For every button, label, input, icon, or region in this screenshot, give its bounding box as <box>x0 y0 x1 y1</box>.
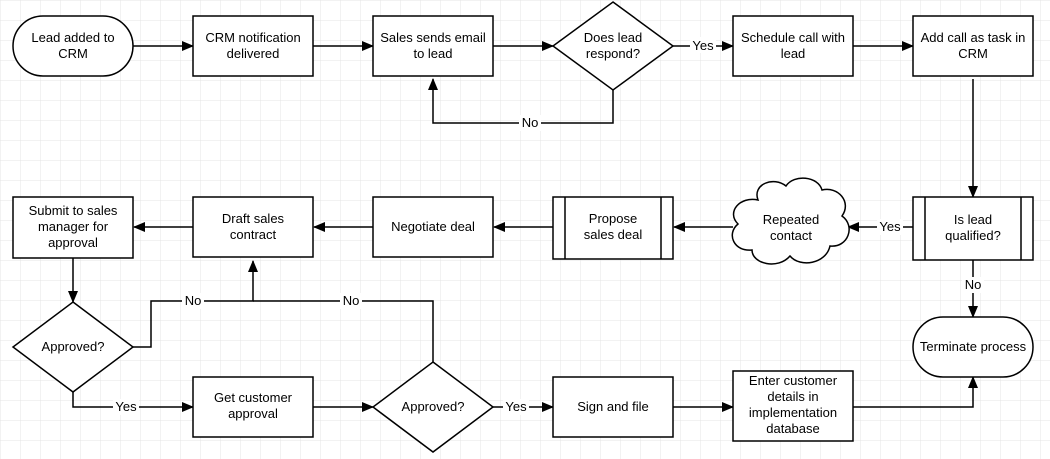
svg-text:to lead: to lead <box>413 46 452 61</box>
node-does-lead-respond[interactable]: Does lead respond? <box>551 1 675 91</box>
label-respond-no: No <box>519 115 541 131</box>
node-propose-deal[interactable]: Propose sales deal <box>552 196 674 260</box>
svg-text:qualified?: qualified? <box>945 228 1001 243</box>
svg-text:Terminate process: Terminate process <box>920 339 1027 354</box>
label-qualified-yes: Yes <box>877 219 903 235</box>
edge-customer-no-to-draft <box>253 300 434 362</box>
svg-text:delivered: delivered <box>227 46 280 61</box>
svg-text:Add call as task in: Add call as task in <box>921 30 1026 45</box>
node-approved-customer[interactable]: Approved? <box>371 361 495 453</box>
svg-text:CRM notification: CRM notification <box>205 30 300 45</box>
label-qualified-no: No <box>962 277 984 293</box>
node-add-call-task[interactable]: Add call as task in CRM <box>912 15 1034 77</box>
svg-text:contact: contact <box>770 228 812 243</box>
svg-text:Enter customer: Enter customer <box>749 373 838 388</box>
svg-text:No: No <box>965 277 982 292</box>
label-manager-no: No <box>182 293 204 309</box>
svg-text:Yes: Yes <box>505 399 527 414</box>
svg-text:Get customer: Get customer <box>214 390 293 405</box>
svg-text:Sales sends email: Sales sends email <box>380 30 486 45</box>
label-customer-no: No <box>340 293 362 309</box>
svg-text:Approved?: Approved? <box>402 399 465 414</box>
node-terminate-process[interactable]: Terminate process <box>912 316 1034 378</box>
node-crm-notification[interactable]: CRM notification delivered <box>192 15 314 77</box>
svg-text:No: No <box>185 293 202 308</box>
node-is-lead-qualified[interactable]: Is lead qualified? <box>912 196 1034 261</box>
node-approved-manager[interactable]: Approved? <box>11 301 135 393</box>
svg-text:Propose: Propose <box>589 211 637 226</box>
svg-text:sales deal: sales deal <box>584 227 643 242</box>
svg-text:Approved?: Approved? <box>42 339 105 354</box>
node-sign-file[interactable]: Sign and file <box>552 376 674 438</box>
svg-text:implementation: implementation <box>749 405 837 420</box>
svg-text:Yes: Yes <box>879 219 901 234</box>
label-customer-yes: Yes <box>503 399 529 415</box>
edge-labels: Yes No Yes No No No Yes Yes <box>113 37 984 415</box>
svg-text:Submit to sales: Submit to sales <box>29 203 118 218</box>
svg-text:respond?: respond? <box>586 46 640 61</box>
svg-text:database: database <box>766 421 820 436</box>
edge-manager-yes-to-get-approval <box>72 392 194 412</box>
svg-text:Does lead: Does lead <box>584 30 643 45</box>
svg-text:Is lead: Is lead <box>954 212 992 227</box>
node-get-customer-approval[interactable]: Get customer approval <box>192 376 314 438</box>
edge-manager-no-to-draft <box>133 260 258 348</box>
edge-enter-details-to-terminate <box>853 376 978 408</box>
svg-text:manager for: manager for <box>38 219 109 234</box>
svg-text:approval: approval <box>228 406 278 421</box>
node-lead-added-line1: Lead added to <box>31 30 114 45</box>
node-submit-manager[interactable]: Submit to sales manager for approval <box>12 196 134 259</box>
svg-text:Schedule call with: Schedule call with <box>741 30 845 45</box>
svg-text:CRM: CRM <box>958 46 988 61</box>
svg-text:Draft sales: Draft sales <box>222 211 285 226</box>
svg-text:Sign and file: Sign and file <box>577 399 649 414</box>
svg-text:No: No <box>343 293 360 308</box>
svg-text:lead: lead <box>781 46 806 61</box>
label-manager-yes: Yes <box>113 399 139 415</box>
node-schedule-call[interactable]: Schedule call with lead <box>732 15 854 77</box>
svg-text:contract: contract <box>230 227 277 242</box>
svg-text:approval: approval <box>48 235 98 250</box>
node-negotiate-deal[interactable]: Negotiate deal <box>372 196 494 258</box>
svg-text:Negotiate deal: Negotiate deal <box>391 219 475 234</box>
svg-text:No: No <box>522 115 539 130</box>
svg-text:Yes: Yes <box>115 399 137 414</box>
node-repeated-contact[interactable]: Repeated contact <box>731 177 850 265</box>
node-sales-email[interactable]: Sales sends email to lead <box>372 15 494 77</box>
node-lead-added-line2: CRM <box>58 46 88 61</box>
svg-text:details in: details in <box>767 389 818 404</box>
node-lead-added[interactable]: Lead added to CRM <box>12 15 134 77</box>
svg-text:Yes: Yes <box>692 38 714 53</box>
label-respond-yes: Yes <box>690 37 716 53</box>
node-draft-contract[interactable]: Draft sales contract <box>192 196 314 258</box>
node-enter-details[interactable]: Enter customer details in implementation… <box>732 370 854 442</box>
svg-text:Repeated: Repeated <box>763 212 819 227</box>
